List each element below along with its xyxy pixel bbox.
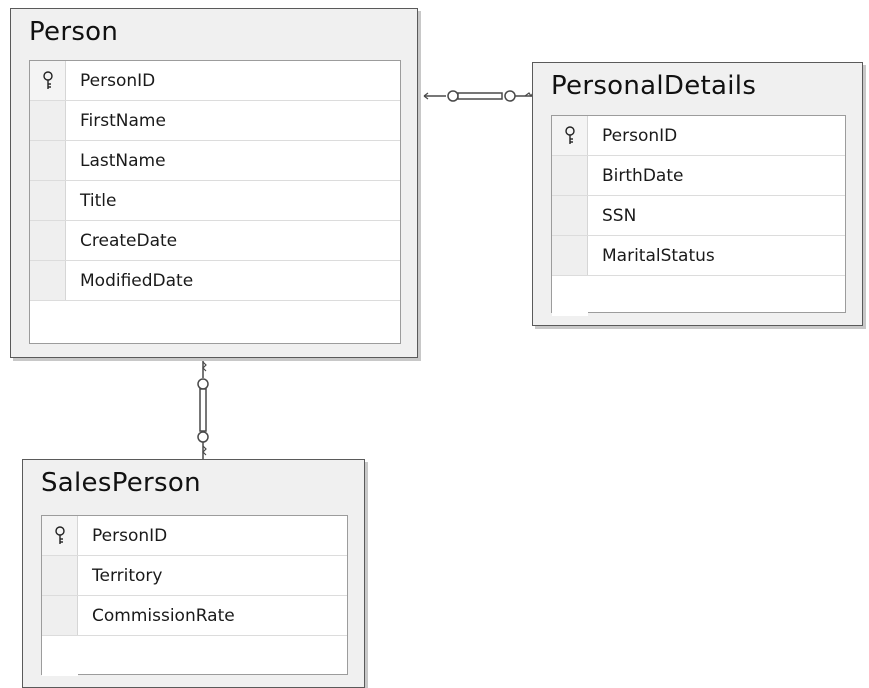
row-selector[interactable]: [42, 636, 78, 676]
column-row[interactable]: Territory: [42, 556, 347, 596]
row-selector[interactable]: [30, 301, 66, 341]
table-person[interactable]: Person PersonID FirstName LastName Title: [10, 8, 418, 358]
column-grid: PersonID BirthDate SSN MaritalStatus: [551, 115, 846, 316]
column-row[interactable]: Title: [30, 181, 400, 221]
row-selector[interactable]: [30, 61, 66, 100]
column-row[interactable]: BirthDate: [552, 156, 845, 196]
key-icon: [55, 526, 65, 544]
column-name: CreateDate: [80, 231, 178, 251]
row-selector[interactable]: [30, 181, 66, 220]
column-row[interactable]: MaritalStatus: [552, 236, 845, 276]
row-selector[interactable]: [42, 596, 78, 635]
row-selector[interactable]: [552, 116, 588, 155]
row-selector[interactable]: [552, 156, 588, 195]
column-name: PersonID: [80, 71, 156, 91]
new-column-row[interactable]: [552, 276, 845, 316]
column-row[interactable]: SSN: [552, 196, 845, 236]
key-icon: [565, 126, 575, 144]
column-name: Territory: [92, 566, 163, 586]
key-icon: [43, 71, 53, 89]
column-row[interactable]: LastName: [30, 141, 400, 181]
row-selector[interactable]: [552, 236, 588, 275]
column-row[interactable]: ModifiedDate: [30, 261, 400, 301]
row-selector[interactable]: [30, 141, 66, 180]
table-title: SalesPerson: [41, 468, 201, 498]
table-personaldetails[interactable]: PersonalDetails PersonID BirthDate SSN M…: [532, 62, 863, 326]
row-selector[interactable]: [30, 101, 66, 140]
relationship-person-salesperson[interactable]: [197, 360, 209, 460]
column-name: MaritalStatus: [602, 246, 715, 266]
column-row[interactable]: PersonID: [42, 516, 347, 556]
column-name: SSN: [602, 206, 637, 226]
column-name: FirstName: [80, 111, 166, 131]
column-name: ModifiedDate: [80, 271, 194, 291]
column-row[interactable]: PersonID: [552, 116, 845, 156]
column-row[interactable]: CommissionRate: [42, 596, 347, 636]
new-column-row[interactable]: [30, 301, 400, 341]
table-title: PersonalDetails: [551, 71, 757, 101]
row-selector[interactable]: [42, 556, 78, 595]
row-selector[interactable]: [552, 196, 588, 235]
row-selector[interactable]: [42, 516, 78, 555]
column-grid: PersonID Territory CommissionRate: [41, 515, 348, 676]
table-title: Person: [29, 17, 119, 47]
key-icon: [202, 361, 207, 456]
column-name: CommissionRate: [92, 606, 235, 626]
row-selector[interactable]: [30, 221, 66, 260]
new-column-row[interactable]: [42, 636, 347, 676]
column-name: PersonID: [602, 126, 678, 146]
column-name: PersonID: [92, 526, 168, 546]
column-grid: PersonID FirstName LastName Title Create…: [29, 60, 401, 344]
row-selector[interactable]: [552, 276, 588, 316]
column-name: Title: [80, 191, 117, 211]
column-row[interactable]: PersonID: [30, 61, 400, 101]
column-row[interactable]: FirstName: [30, 101, 400, 141]
relationship-person-personaldetails[interactable]: [423, 90, 534, 102]
row-selector[interactable]: [30, 261, 66, 300]
column-name: BirthDate: [602, 166, 684, 186]
column-name: LastName: [80, 151, 166, 171]
column-row[interactable]: CreateDate: [30, 221, 400, 261]
table-salesperson[interactable]: SalesPerson PersonID Territory Commissio…: [22, 459, 365, 688]
